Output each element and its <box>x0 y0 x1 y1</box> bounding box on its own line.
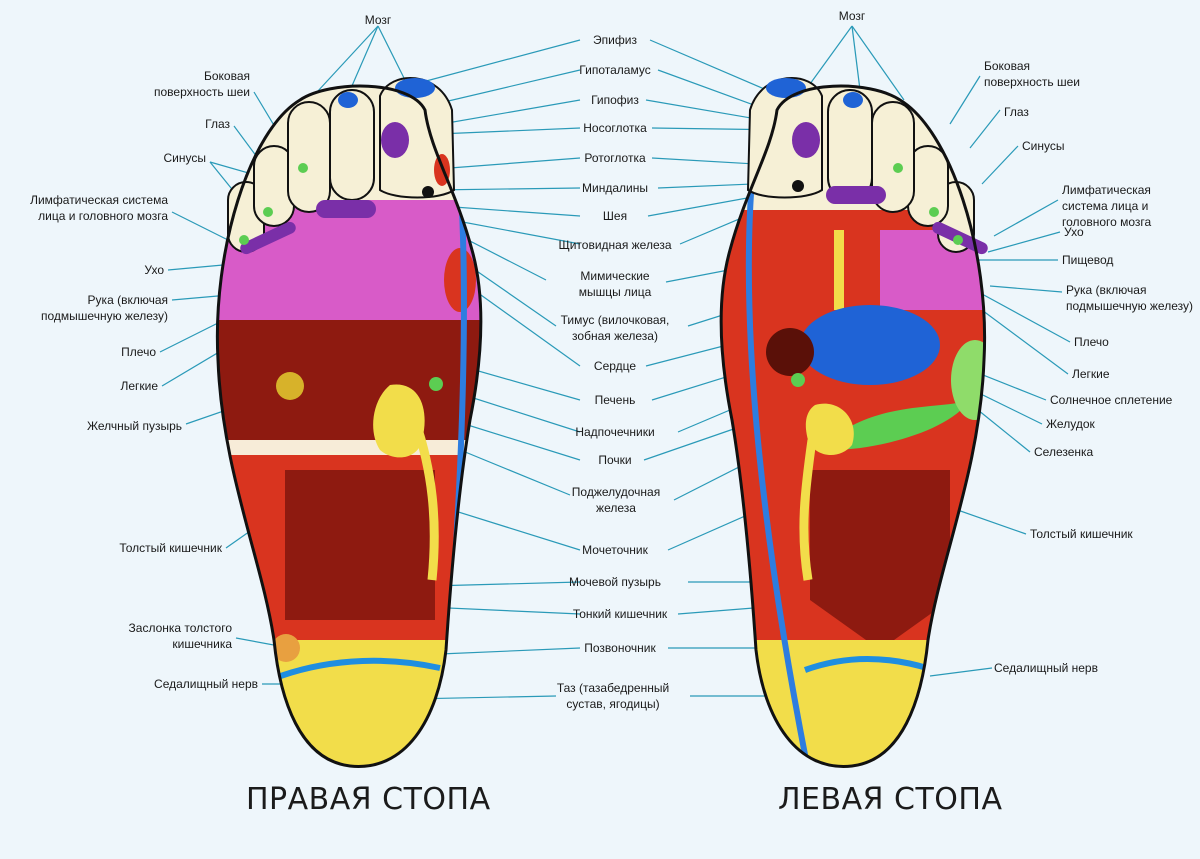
label-ureter: Мочеточник <box>582 543 648 557</box>
right-foot-toes <box>227 76 456 255</box>
left-label-solar-plexus: Солнечное сплетение <box>1050 393 1173 407</box>
right-label-eye: Глаз <box>205 117 230 131</box>
label-spine: Позвоночник <box>584 641 656 655</box>
label-small-intestine: Тонкий кишечник <box>572 607 668 621</box>
left-label-large-intestine: Толстый кишечник <box>1030 527 1133 541</box>
left-label-arm: Рука (включая подмышечную железу) <box>1066 283 1193 313</box>
label-tonsils: Миндалины <box>582 181 648 195</box>
right-label-brain: Мозг <box>364 13 392 27</box>
left-foot-title: ЛЕВАЯ СТОПА <box>778 782 1003 817</box>
right-label-sinuses: Синусы <box>163 151 207 165</box>
right-label-ileocecal-valve: Заслонка толстого кишечника <box>128 621 232 651</box>
label-facial-muscles: Мимические мышцы лица <box>578 269 652 299</box>
right-label-large-intestine: Толстый кишечник <box>119 541 222 555</box>
label-epiphysis: Эпифиз <box>593 33 637 47</box>
left-label-stomach: Желудок <box>1046 417 1095 431</box>
left-foot-toes <box>746 76 988 255</box>
label-nasopharynx: Носоглотка <box>583 121 647 135</box>
right-label-lungs: Легкие <box>120 379 158 393</box>
right-foot-title: ПРАВАЯ СТОПА <box>246 782 491 817</box>
label-pancreas: Поджелудочная железа <box>571 485 661 515</box>
right-label-lymph: Лимфатическая система лица и головного м… <box>30 193 168 223</box>
left-label-esophagus: Пищевод <box>1062 253 1114 267</box>
left-label-side-neck: Боковая поверхность шеи <box>984 59 1081 89</box>
right-label-shoulder: Плечо <box>121 345 156 359</box>
label-bladder: Мочевой пузырь <box>569 575 661 589</box>
label-thymus: Тимус (вилочковая, зобная железа) <box>560 313 670 343</box>
left-label-sinuses: Синусы <box>1022 139 1065 153</box>
label-hypothalamus: Гипоталамус <box>579 63 651 77</box>
label-kidneys: Почки <box>598 453 632 467</box>
right-label-sciatic: Седалищный нерв <box>154 677 258 691</box>
left-label-ear: Ухо <box>1064 225 1084 239</box>
label-liver: Печень <box>594 393 636 407</box>
right-label-arm: Рука (включая подмышечную железу) <box>41 293 168 323</box>
left-label-brain: Мозг <box>838 9 866 23</box>
right-label-side-neck: Боковая поверхность шеи <box>153 69 250 99</box>
right-label-ear: Ухо <box>144 263 164 277</box>
left-label-spleen: Селезенка <box>1034 445 1094 459</box>
left-label-lymph: Лимфатическая система лица и головного м… <box>1062 183 1152 229</box>
label-neck: Шея <box>602 209 628 223</box>
label-pituitary: Гипофиз <box>591 93 639 107</box>
label-oropharynx: Ротоглотка <box>584 151 646 165</box>
left-label-sciatic: Седалищный нерв <box>994 661 1098 675</box>
right-label-gallbladder: Желчный пузырь <box>86 419 182 433</box>
label-heart: Сердце <box>593 359 637 373</box>
right-foot-outline <box>215 84 483 768</box>
left-label-lungs: Легкие <box>1072 367 1110 381</box>
left-label-eye: Глаз <box>1004 105 1029 119</box>
label-adrenals: Надпочечники <box>575 425 655 439</box>
label-thyroid: Щитовидная железа <box>558 238 672 252</box>
left-label-shoulder: Плечо <box>1074 335 1109 349</box>
label-pelvis: Таз (тазабедренный сустав, ягодицы) <box>556 681 670 711</box>
left-foot-outline <box>719 84 987 768</box>
